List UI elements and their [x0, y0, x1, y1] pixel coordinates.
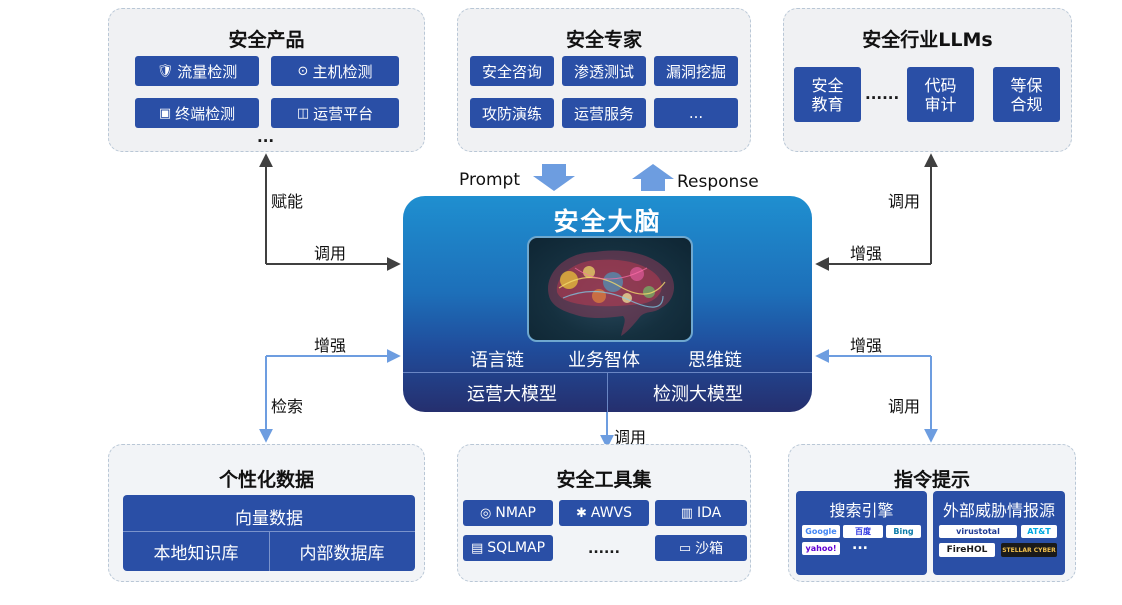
chip-traffic-detect: 🛡流量检测 [135, 56, 259, 86]
bing-logo: Bing [886, 525, 921, 538]
internal-database: 内部数据库 [299, 544, 385, 564]
label-enhance-right-top: 增强 [850, 244, 883, 263]
panel-security-tools: 安全工具集 ◎NMAP ✱AWVS ▥IDA ▤SQLMAP ...... ▭沙… [457, 444, 751, 582]
panel-title: 安全行业LLMs [862, 29, 993, 51]
box-icon: ▭ [678, 540, 692, 556]
divider [269, 531, 270, 571]
brain-detect-model: 检测大模型 [653, 384, 743, 405]
response-arrow-icon [632, 164, 674, 191]
platform-icon: ◫ [296, 105, 310, 121]
vector-data-block: 向量数据 本地知识库 内部数据库 [123, 495, 415, 571]
security-brain: 安全大脑 语言链 业务智体 思维链 运营大模型 检测大模型 [403, 196, 812, 412]
prompt-arrow-icon [533, 164, 575, 191]
google-logo: Google [802, 525, 840, 538]
tool-sqlmap: ▤SQLMAP [463, 535, 553, 561]
panel-industry-llms: 安全行业LLMs 安全 教育 ...... 代码 审计 等保 合规 [783, 8, 1072, 152]
panel-security-experts: 安全专家 安全咨询 渗透测试 漏洞挖掘 攻防演练 运营服务 ... [457, 8, 751, 152]
chip-drill: 攻防演练 [470, 98, 554, 128]
card-code-audit: 代码 审计 [907, 67, 974, 122]
chip-ops-platform: ◫运营平台 [271, 98, 399, 128]
brain-business-agent: 业务智体 [568, 350, 640, 371]
panel-instruction-prompt: 指令提示 搜索引擎 Google 百度 Bing yahoo! ... 外部威胁… [788, 444, 1076, 582]
label-enable: 赋能 [271, 192, 304, 211]
tool-awvs: ✱AWVS [559, 500, 649, 526]
yahoo-logo: yahoo! [802, 542, 840, 555]
brain-title: 安全大脑 [553, 207, 662, 236]
chip-host-detect: ⊙主机检测 [271, 56, 399, 86]
virustotal-logo: virustotal [939, 525, 1017, 538]
label-call-center: 调用 [614, 428, 647, 447]
panel-title: 指令提示 [893, 469, 970, 491]
ellipsis: ...... [588, 541, 620, 557]
ellipsis: ... [257, 128, 275, 146]
magnifier-icon: ⊙ [297, 63, 309, 79]
brain-image [527, 236, 693, 342]
label-call-right-top: 调用 [888, 192, 921, 211]
card-compliance: 等保 合规 [993, 67, 1060, 122]
chip-ops-service: 运营服务 [562, 98, 646, 128]
shield-icon: 🛡 [156, 63, 174, 79]
panel-title: 安全产品 [228, 29, 305, 51]
search-engines-block: 搜索引擎 Google 百度 Bing yahoo! ... [796, 491, 927, 575]
local-knowledge-base: 本地知识库 [153, 544, 239, 564]
bug-icon: ✱ [575, 505, 587, 521]
chip-vuln-mining: 漏洞挖掘 [654, 56, 738, 86]
brain-thought-chain: 思维链 [688, 350, 742, 371]
baidu-logo: 百度 [843, 525, 883, 538]
label-call-right-bottom: 调用 [888, 397, 921, 416]
tool-nmap: ◎NMAP [463, 500, 553, 526]
chip-endpoint-detect: ▣终端检测 [135, 98, 259, 128]
brain-ops-model: 运营大模型 [467, 384, 557, 405]
prompt-label: Prompt [459, 170, 520, 190]
ellipsis: ... [852, 537, 868, 553]
brain-language-chain: 语言链 [470, 350, 524, 371]
brain-divider-vertical [607, 372, 608, 412]
ellipsis: ...... [865, 85, 900, 103]
chip-consulting: 安全咨询 [470, 56, 554, 86]
label-enhance-right-bottom: 增强 [850, 336, 883, 355]
stellar-cyber-logo: STELLAR CYBER [1001, 543, 1057, 557]
monitor-icon: ▣ [158, 105, 172, 121]
panel-title: 安全工具集 [556, 469, 652, 491]
label-enhance-left: 增强 [314, 336, 347, 355]
threat-intel-title: 外部威胁情报源 [942, 501, 1055, 520]
brain-illustration [548, 250, 675, 336]
ida-icon: ▥ [680, 505, 694, 521]
panel-title: 安全专家 [565, 29, 642, 51]
panel-security-products: 安全产品 🛡流量检测 ⊙主机检测 ▣终端检测 ◫运营平台 ... [108, 8, 425, 152]
response-label: Response [677, 172, 759, 192]
tool-sandbox: ▭沙箱 [655, 535, 747, 561]
threat-intel-block: 外部威胁情报源 virustotal AT&T FireHOL STELLAR … [933, 491, 1065, 575]
firehol-logo: FireHOL [939, 543, 995, 557]
label-call-left: 调用 [314, 244, 347, 263]
target-icon: ◎ [480, 505, 492, 521]
search-engines-title: 搜索引擎 [829, 501, 894, 520]
chip-pentest: 渗透测试 [562, 56, 646, 86]
card-security-education: 安全 教育 [794, 67, 861, 122]
chip-more: ... [654, 98, 738, 128]
vector-data-header: 向量数据 [235, 509, 303, 529]
tool-ida: ▥IDA [655, 500, 747, 526]
label-retrieve: 检索 [271, 397, 304, 416]
panel-title: 个性化数据 [218, 469, 314, 491]
database-icon: ▤ [470, 540, 484, 556]
att-logo: AT&T [1021, 525, 1057, 538]
panel-personal-data: 个性化数据 向量数据 本地知识库 内部数据库 [108, 444, 425, 582]
